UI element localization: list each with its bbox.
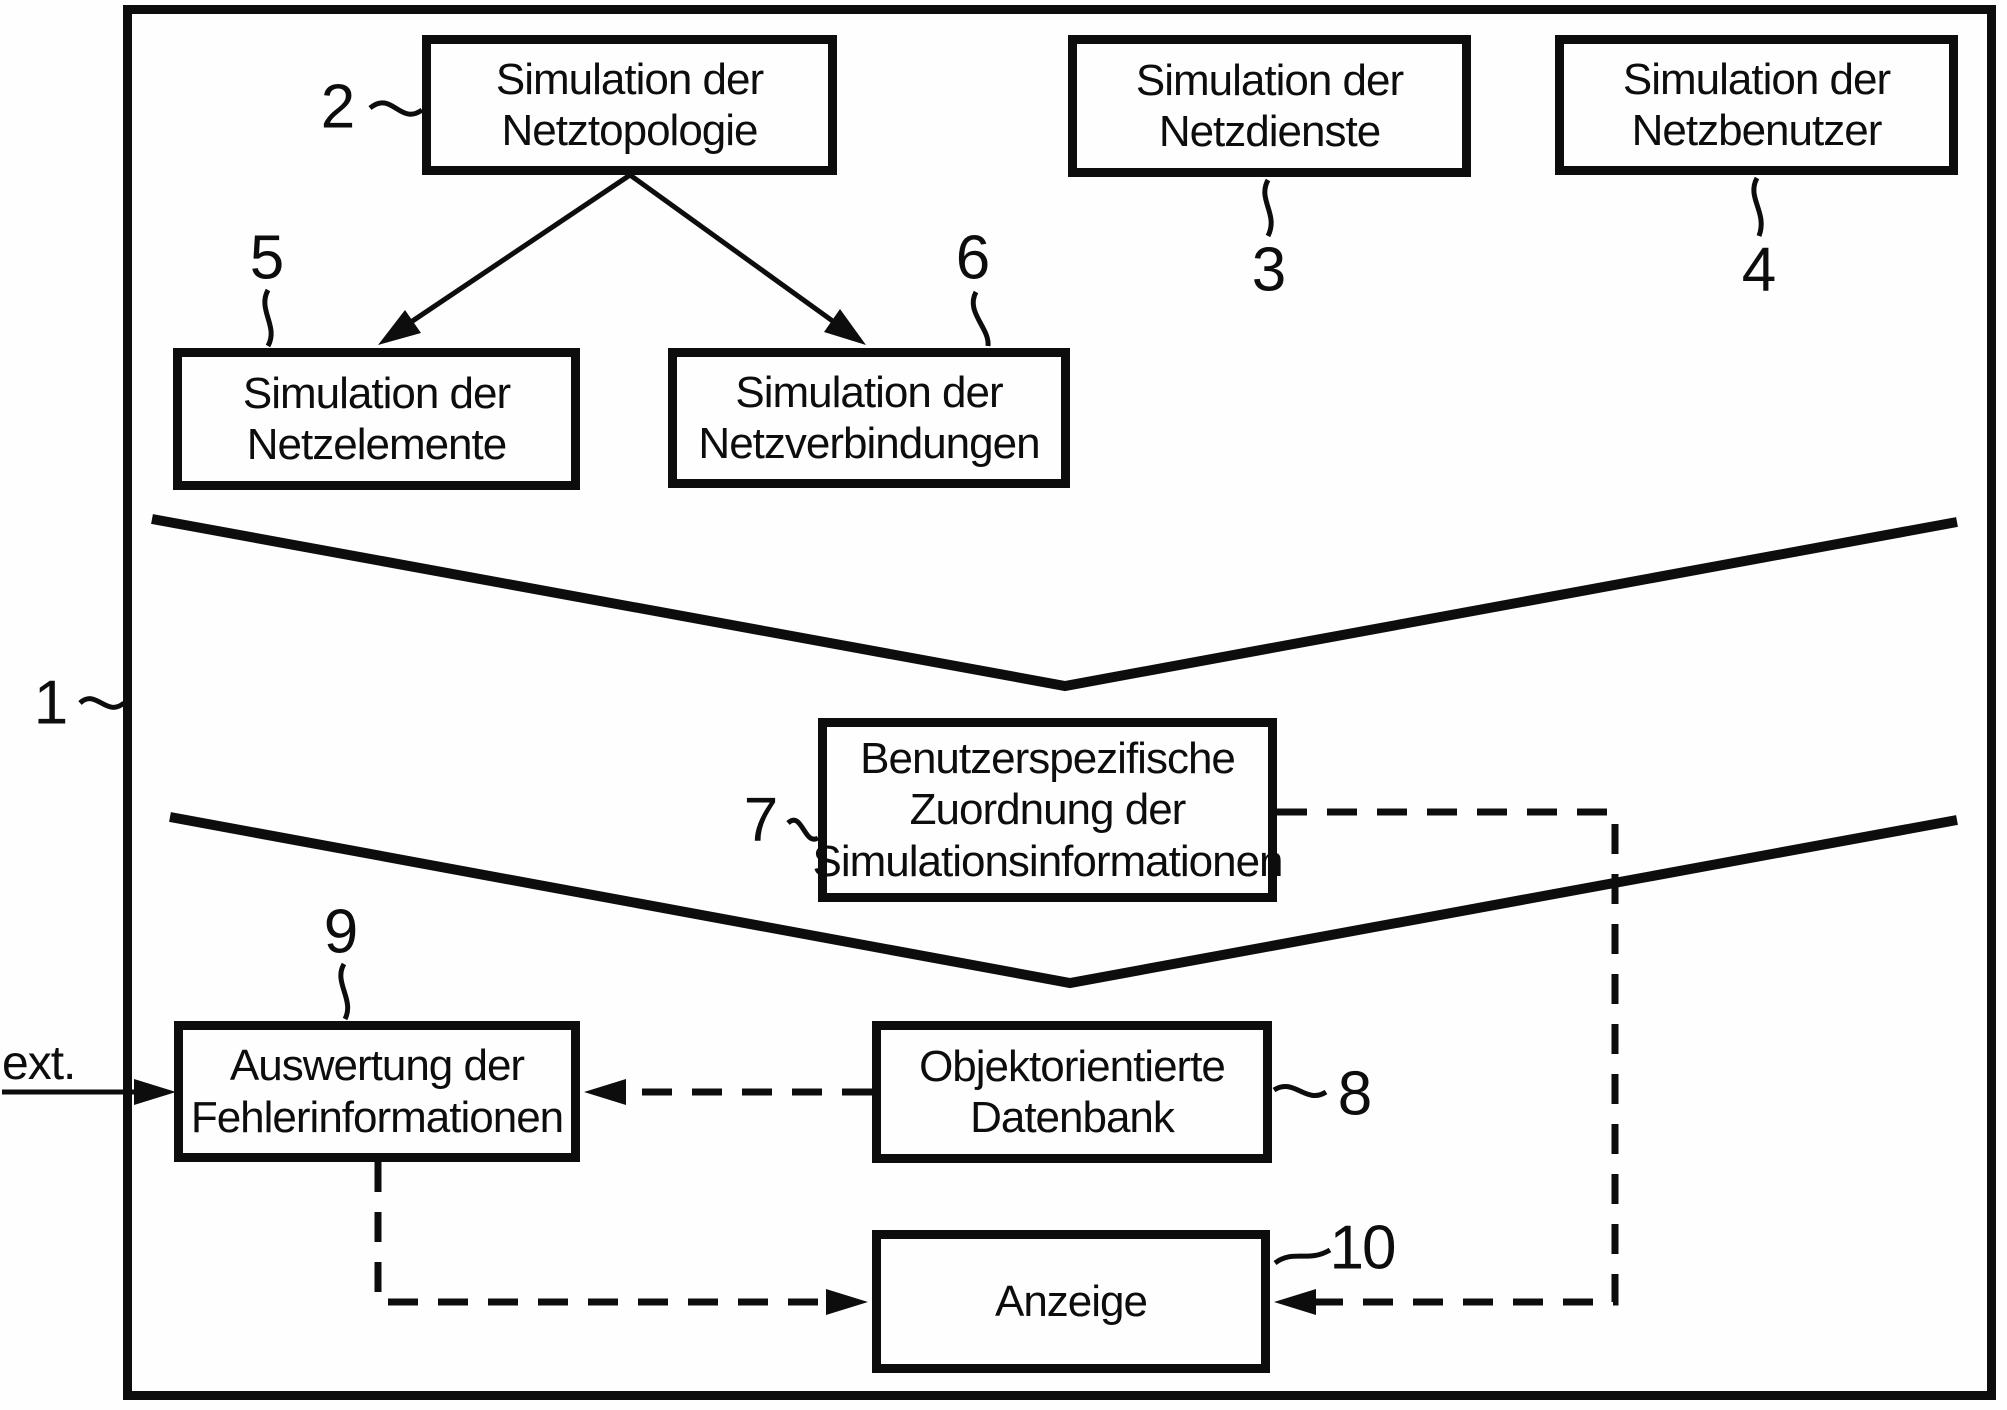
leader-squiggle-ref5 bbox=[262, 288, 274, 348]
box-label-netzbenutzer: Simulation der Netzbenutzer bbox=[1622, 54, 1891, 155]
ref-numeral-10: 10 bbox=[1329, 1213, 1397, 1283]
box-objektorientierte-datenbank: Objektorientierte Datenbank bbox=[872, 1021, 1272, 1163]
box-anzeige: Anzeige bbox=[872, 1230, 1270, 1373]
arrowhead-into-netzverbindungen bbox=[824, 309, 866, 345]
ref-numeral-5: 5 bbox=[249, 223, 285, 293]
leader-squiggle-ref6 bbox=[970, 290, 991, 347]
ref-numeral-6: 6 bbox=[955, 223, 991, 293]
box-label-anzeige: Anzeige bbox=[994, 1276, 1148, 1326]
ref-numeral-8: 8 bbox=[1337, 1059, 1373, 1129]
box-benutzerspezifische-zuordnung: Benutzerspezifische Zuordnung der Simula… bbox=[812, 718, 1284, 902]
arrowhead-into-anzeige-right bbox=[1274, 1289, 1316, 1315]
box-label-auswertung: Auswertung der Fehlerinformationen bbox=[190, 1041, 564, 1142]
arrow-line-topologie-to-netzelemente bbox=[406, 172, 632, 327]
box-simulation-netzelemente: Simulation der Netzelemente bbox=[173, 348, 580, 490]
box-label-netzdienste: Simulation der Netzdienste bbox=[1135, 55, 1404, 156]
box-label-zuordnung: Benutzerspezifische Zuordnung der Simula… bbox=[812, 733, 1283, 886]
arrowhead-into-netzelemente bbox=[378, 310, 421, 345]
leader-squiggle-ref7 bbox=[786, 817, 820, 842]
arrow-line-topologie-to-netzverbindungen bbox=[628, 172, 836, 325]
box-label-netztopologie: Simulation der Netztopologie bbox=[495, 54, 764, 155]
leader-squiggle-ref8 bbox=[1272, 1084, 1328, 1098]
ext-input-label: ext. bbox=[2, 1037, 76, 1090]
ref-numeral-3: 3 bbox=[1251, 235, 1287, 305]
box-simulation-netzdienste: Simulation der Netzdienste bbox=[1068, 35, 1471, 177]
box-label-datenbank: Objektorientierte Datenbank bbox=[919, 1041, 1226, 1142]
box-label-netzelemente: Simulation der Netzelemente bbox=[242, 368, 511, 469]
arrowhead-ext-into-auswertung bbox=[134, 1079, 176, 1105]
leader-squiggle-ref2 bbox=[368, 100, 424, 117]
leader-squiggle-ref4 bbox=[1751, 176, 1764, 237]
ref-numeral-9: 9 bbox=[323, 897, 359, 967]
leader-squiggle-ref10 bbox=[1273, 1247, 1332, 1266]
funnel-line-upper bbox=[151, 514, 1958, 692]
system-boundary-border bbox=[123, 5, 1996, 1400]
ref-numeral-1: 1 bbox=[33, 668, 69, 738]
ref-numeral-2: 2 bbox=[320, 72, 356, 142]
ref-numeral-7: 7 bbox=[743, 785, 779, 855]
box-simulation-netztopologie: Simulation der Netztopologie bbox=[422, 35, 837, 175]
leader-squiggle-ref9 bbox=[338, 962, 351, 1021]
ref-numeral-4: 4 bbox=[1741, 235, 1777, 305]
leader-squiggle-ref1 bbox=[78, 696, 126, 710]
arrowhead-into-auswertung-right bbox=[584, 1079, 626, 1105]
box-auswertung-fehlerinformationen: Auswertung der Fehlerinformationen bbox=[174, 1021, 580, 1162]
box-simulation-netzbenutzer: Simulation der Netzbenutzer bbox=[1555, 35, 1958, 175]
leader-squiggle-ref3 bbox=[1262, 178, 1274, 238]
funnel-line-lower bbox=[169, 812, 1958, 989]
box-label-netzverbindungen: Simulation der Netzverbindungen bbox=[698, 367, 1040, 468]
arrowhead-into-anzeige-left bbox=[826, 1289, 868, 1315]
box-simulation-netzverbindungen: Simulation der Netzverbindungen bbox=[668, 348, 1070, 488]
dashed-line-zuordnung-to-anzeige bbox=[1277, 808, 1619, 1306]
